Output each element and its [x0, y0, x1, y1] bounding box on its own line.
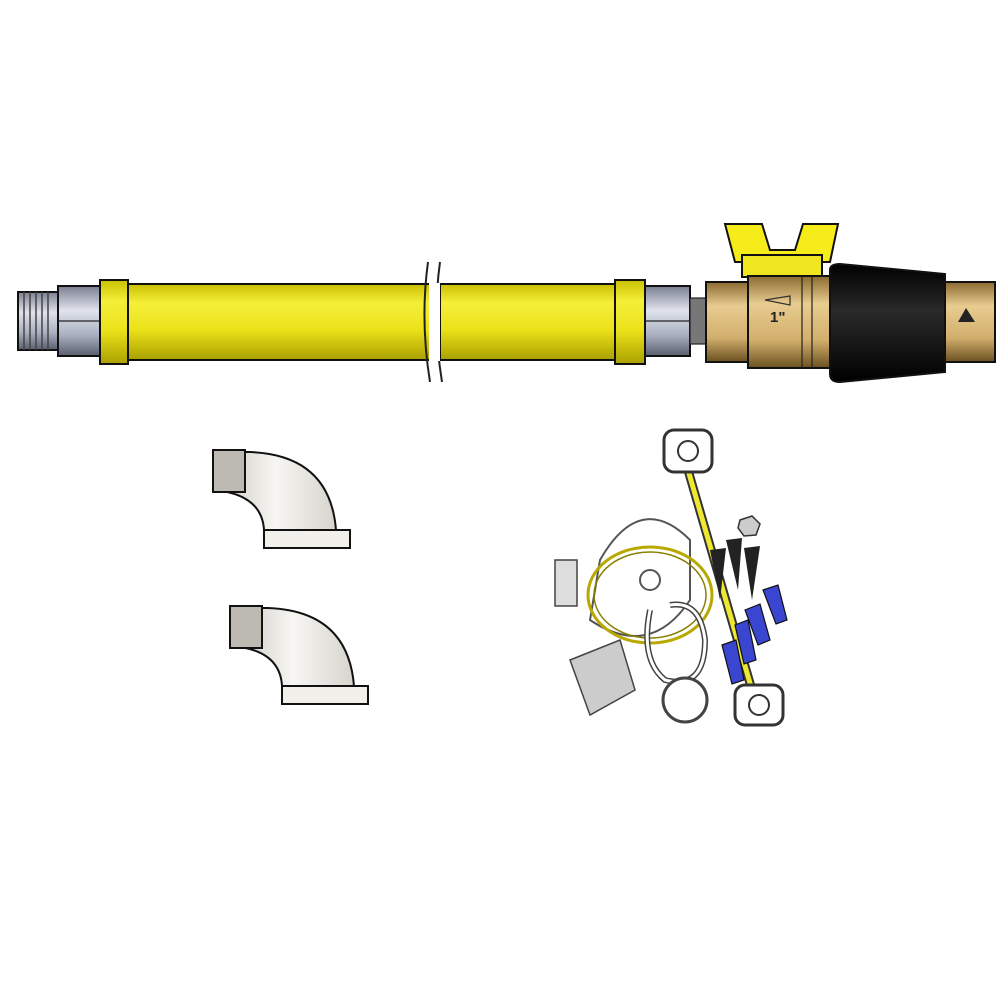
hex-nut-right	[644, 285, 707, 357]
wall-anchors	[721, 584, 788, 685]
valve-size-label: 1"	[770, 309, 785, 326]
cable-clamp	[554, 559, 578, 607]
screws	[710, 538, 760, 600]
hose-collar-left	[99, 279, 129, 365]
hose-collar-right	[614, 279, 646, 365]
flow-arrow-icon	[764, 295, 791, 306]
elbow-fitting	[212, 449, 351, 549]
hex-nut	[737, 515, 761, 537]
ring	[661, 676, 709, 724]
elbow-fitting	[229, 605, 369, 705]
quick-disconnect	[829, 262, 996, 384]
male-thread-end	[17, 291, 61, 351]
triangle-mark-icon	[958, 308, 975, 322]
hex-nut-left	[57, 285, 101, 357]
valve-handle	[723, 223, 840, 263]
ball-valve: 1"	[705, 223, 840, 369]
restraining-cable-kit	[554, 428, 788, 727]
wall-plate	[569, 638, 636, 717]
gas-hose	[99, 261, 646, 383]
